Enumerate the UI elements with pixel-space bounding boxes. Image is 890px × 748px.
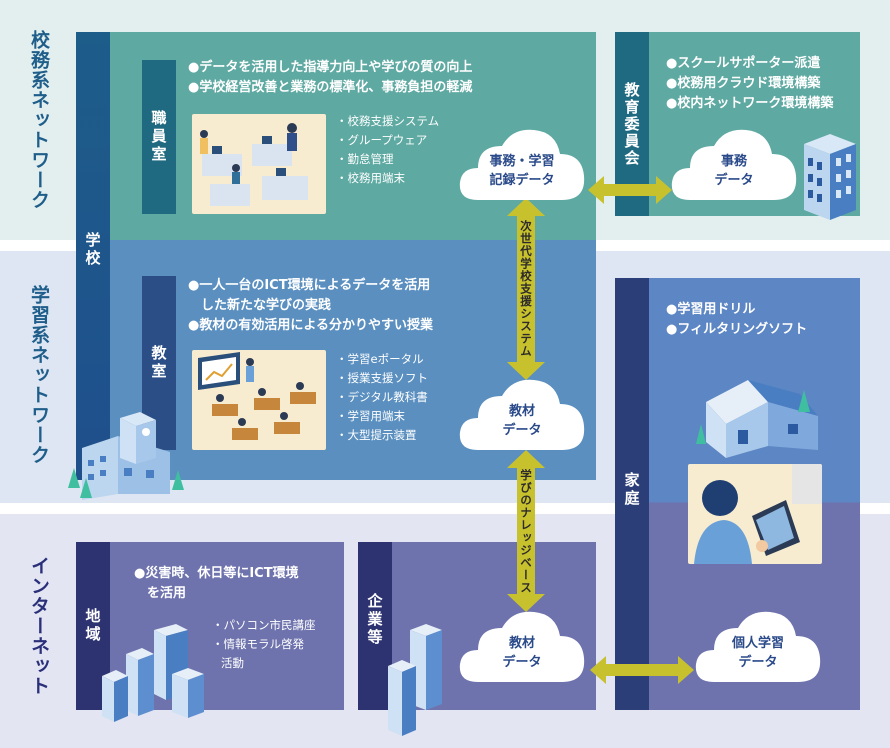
school-material-line-2: データ bbox=[502, 423, 542, 438]
school-material-line-1: 教材 bbox=[508, 404, 535, 419]
staff-room-strip bbox=[142, 60, 176, 214]
home-bullets: ●学習用ドリル ●フィルタリングソフト bbox=[666, 300, 807, 340]
learning-network-label: 学習系ネットワーク bbox=[28, 285, 50, 465]
school-label-strip bbox=[76, 32, 110, 480]
board-data-cloud: 事務 データ bbox=[668, 124, 800, 204]
company-material-line-1: 教材 bbox=[508, 636, 535, 651]
home-bullet-1: ●学習用ドリル bbox=[666, 302, 756, 317]
home-bullet-2: ●フィルタリングソフト bbox=[666, 322, 808, 337]
class-item-1: ・学習eポータル bbox=[336, 352, 424, 366]
staff-item-4: ・校務用端末 bbox=[336, 171, 405, 185]
company-label: 企業等 bbox=[365, 593, 384, 647]
board-label: 教育委員会 bbox=[622, 81, 641, 167]
next-gen-system-arrow bbox=[507, 198, 545, 380]
staff-bullet-2: ●学校経営改善と業務の標準化、事務負担の軽減 bbox=[188, 80, 473, 95]
community-item-1: ・パソコン市民講座 bbox=[212, 618, 316, 632]
knowledge-base-label: 学びのナレッジベース bbox=[519, 468, 533, 594]
classroom-illustration bbox=[192, 350, 326, 450]
personal-cloud-line-2: データ bbox=[738, 655, 778, 670]
company-material-cloud: 教材 データ bbox=[456, 606, 588, 686]
school-label: 学校 bbox=[83, 232, 102, 268]
house-icon bbox=[696, 380, 818, 458]
staff-room-items: ・校務支援システム ・グループウェア ・勤怠管理 ・校務用端末 bbox=[336, 112, 439, 188]
staff-item-1: ・校務支援システム bbox=[336, 114, 440, 128]
community-label: 地域 bbox=[83, 608, 102, 644]
classroom-label: 教室 bbox=[149, 345, 168, 381]
school-building-icon bbox=[68, 412, 184, 500]
staff-room-bullets: ●データを活用した指導力向上や学びの質の向上 ●学校経営改善と業務の標準化、事務… bbox=[188, 58, 472, 98]
school-material-cloud: 教材 データ bbox=[456, 374, 588, 454]
class-bullet-3: ●教材の有効活用による分かりやすい授業 bbox=[188, 318, 433, 333]
records-cloud-line-1: 事務・学習 bbox=[489, 154, 555, 169]
records-data-cloud: 事務・学習 記録データ bbox=[456, 124, 588, 204]
next-gen-system-label: 次世代学校支援システム bbox=[519, 220, 533, 358]
classroom-items: ・学習eポータル ・授業支援ソフト ・デジタル教科書 ・学習用端末 ・大型提示装… bbox=[336, 350, 428, 445]
staff-bullet-1: ●データを活用した指導力向上や学びの質の向上 bbox=[188, 60, 473, 75]
knowledge-base-arrow bbox=[507, 450, 545, 612]
staff-item-2: ・グループウェア bbox=[336, 133, 428, 147]
staff-item-3: ・勤怠管理 bbox=[336, 152, 394, 166]
internet-label: インターネット bbox=[28, 556, 50, 696]
class-item-5: ・大型提示装置 bbox=[336, 428, 417, 442]
community-buildings-icon bbox=[102, 624, 204, 722]
staff-room-illustration bbox=[192, 114, 326, 214]
board-bullet-3: ●校内ネットワーク環境構築 bbox=[666, 96, 834, 111]
class-item-3: ・デジタル教科書 bbox=[336, 390, 428, 404]
class-item-4: ・学習用端末 bbox=[336, 409, 405, 423]
community-bullet-1: ●災害時、休日等にICT環境 bbox=[134, 566, 299, 581]
company-material-line-2: データ bbox=[502, 655, 542, 670]
class-bullet-2: した新たな学びの実践 bbox=[201, 298, 332, 313]
home-label: 家庭 bbox=[622, 472, 641, 508]
board-building-icon bbox=[804, 134, 856, 220]
community-bullet-2: を活用 bbox=[147, 586, 187, 601]
company-building-icon bbox=[388, 624, 442, 736]
personal-learning-cloud: 個人学習 データ bbox=[692, 606, 824, 686]
community-item-3: 活動 bbox=[221, 656, 244, 670]
community-items: ・パソコン市民講座 ・情報モラル啓発 活動 bbox=[212, 616, 316, 673]
personal-cloud-line-1: 個人学習 bbox=[731, 636, 784, 651]
board-bullet-1: ●スクールサポーター派遣 bbox=[666, 56, 821, 71]
home-strip bbox=[615, 278, 649, 710]
board-data-arrow bbox=[588, 176, 672, 204]
board-bullet-2: ●校務用クラウド環境構築 bbox=[666, 76, 821, 91]
class-item-2: ・授業支援ソフト bbox=[336, 371, 428, 385]
staff-room-label: 職員室 bbox=[149, 110, 168, 164]
company-strip bbox=[358, 542, 392, 710]
classroom-bullets: ●一人一台のICT環境によるデータを活用 した新たな学びの実践 ●教材の有効活用… bbox=[188, 276, 433, 336]
community-bullets: ●災害時、休日等にICT環境 を活用 bbox=[134, 564, 299, 604]
class-bullet-1: ●一人一台のICT環境によるデータを活用 bbox=[188, 278, 431, 293]
records-cloud-line-2: 記録データ bbox=[489, 173, 555, 188]
community-item-2: ・情報モラル啓発 bbox=[212, 637, 304, 651]
home-study-illustration bbox=[688, 464, 822, 564]
board-cloud-line-1: 事務 bbox=[720, 154, 747, 169]
personal-data-arrow bbox=[590, 656, 694, 684]
board-bullets: ●スクールサポーター派遣 ●校務用クラウド環境構築 ●校内ネットワーク環境構築 bbox=[666, 54, 833, 114]
admin-network-label: 校務系ネットワーク bbox=[28, 30, 50, 210]
board-cloud-line-2: データ bbox=[714, 173, 754, 188]
